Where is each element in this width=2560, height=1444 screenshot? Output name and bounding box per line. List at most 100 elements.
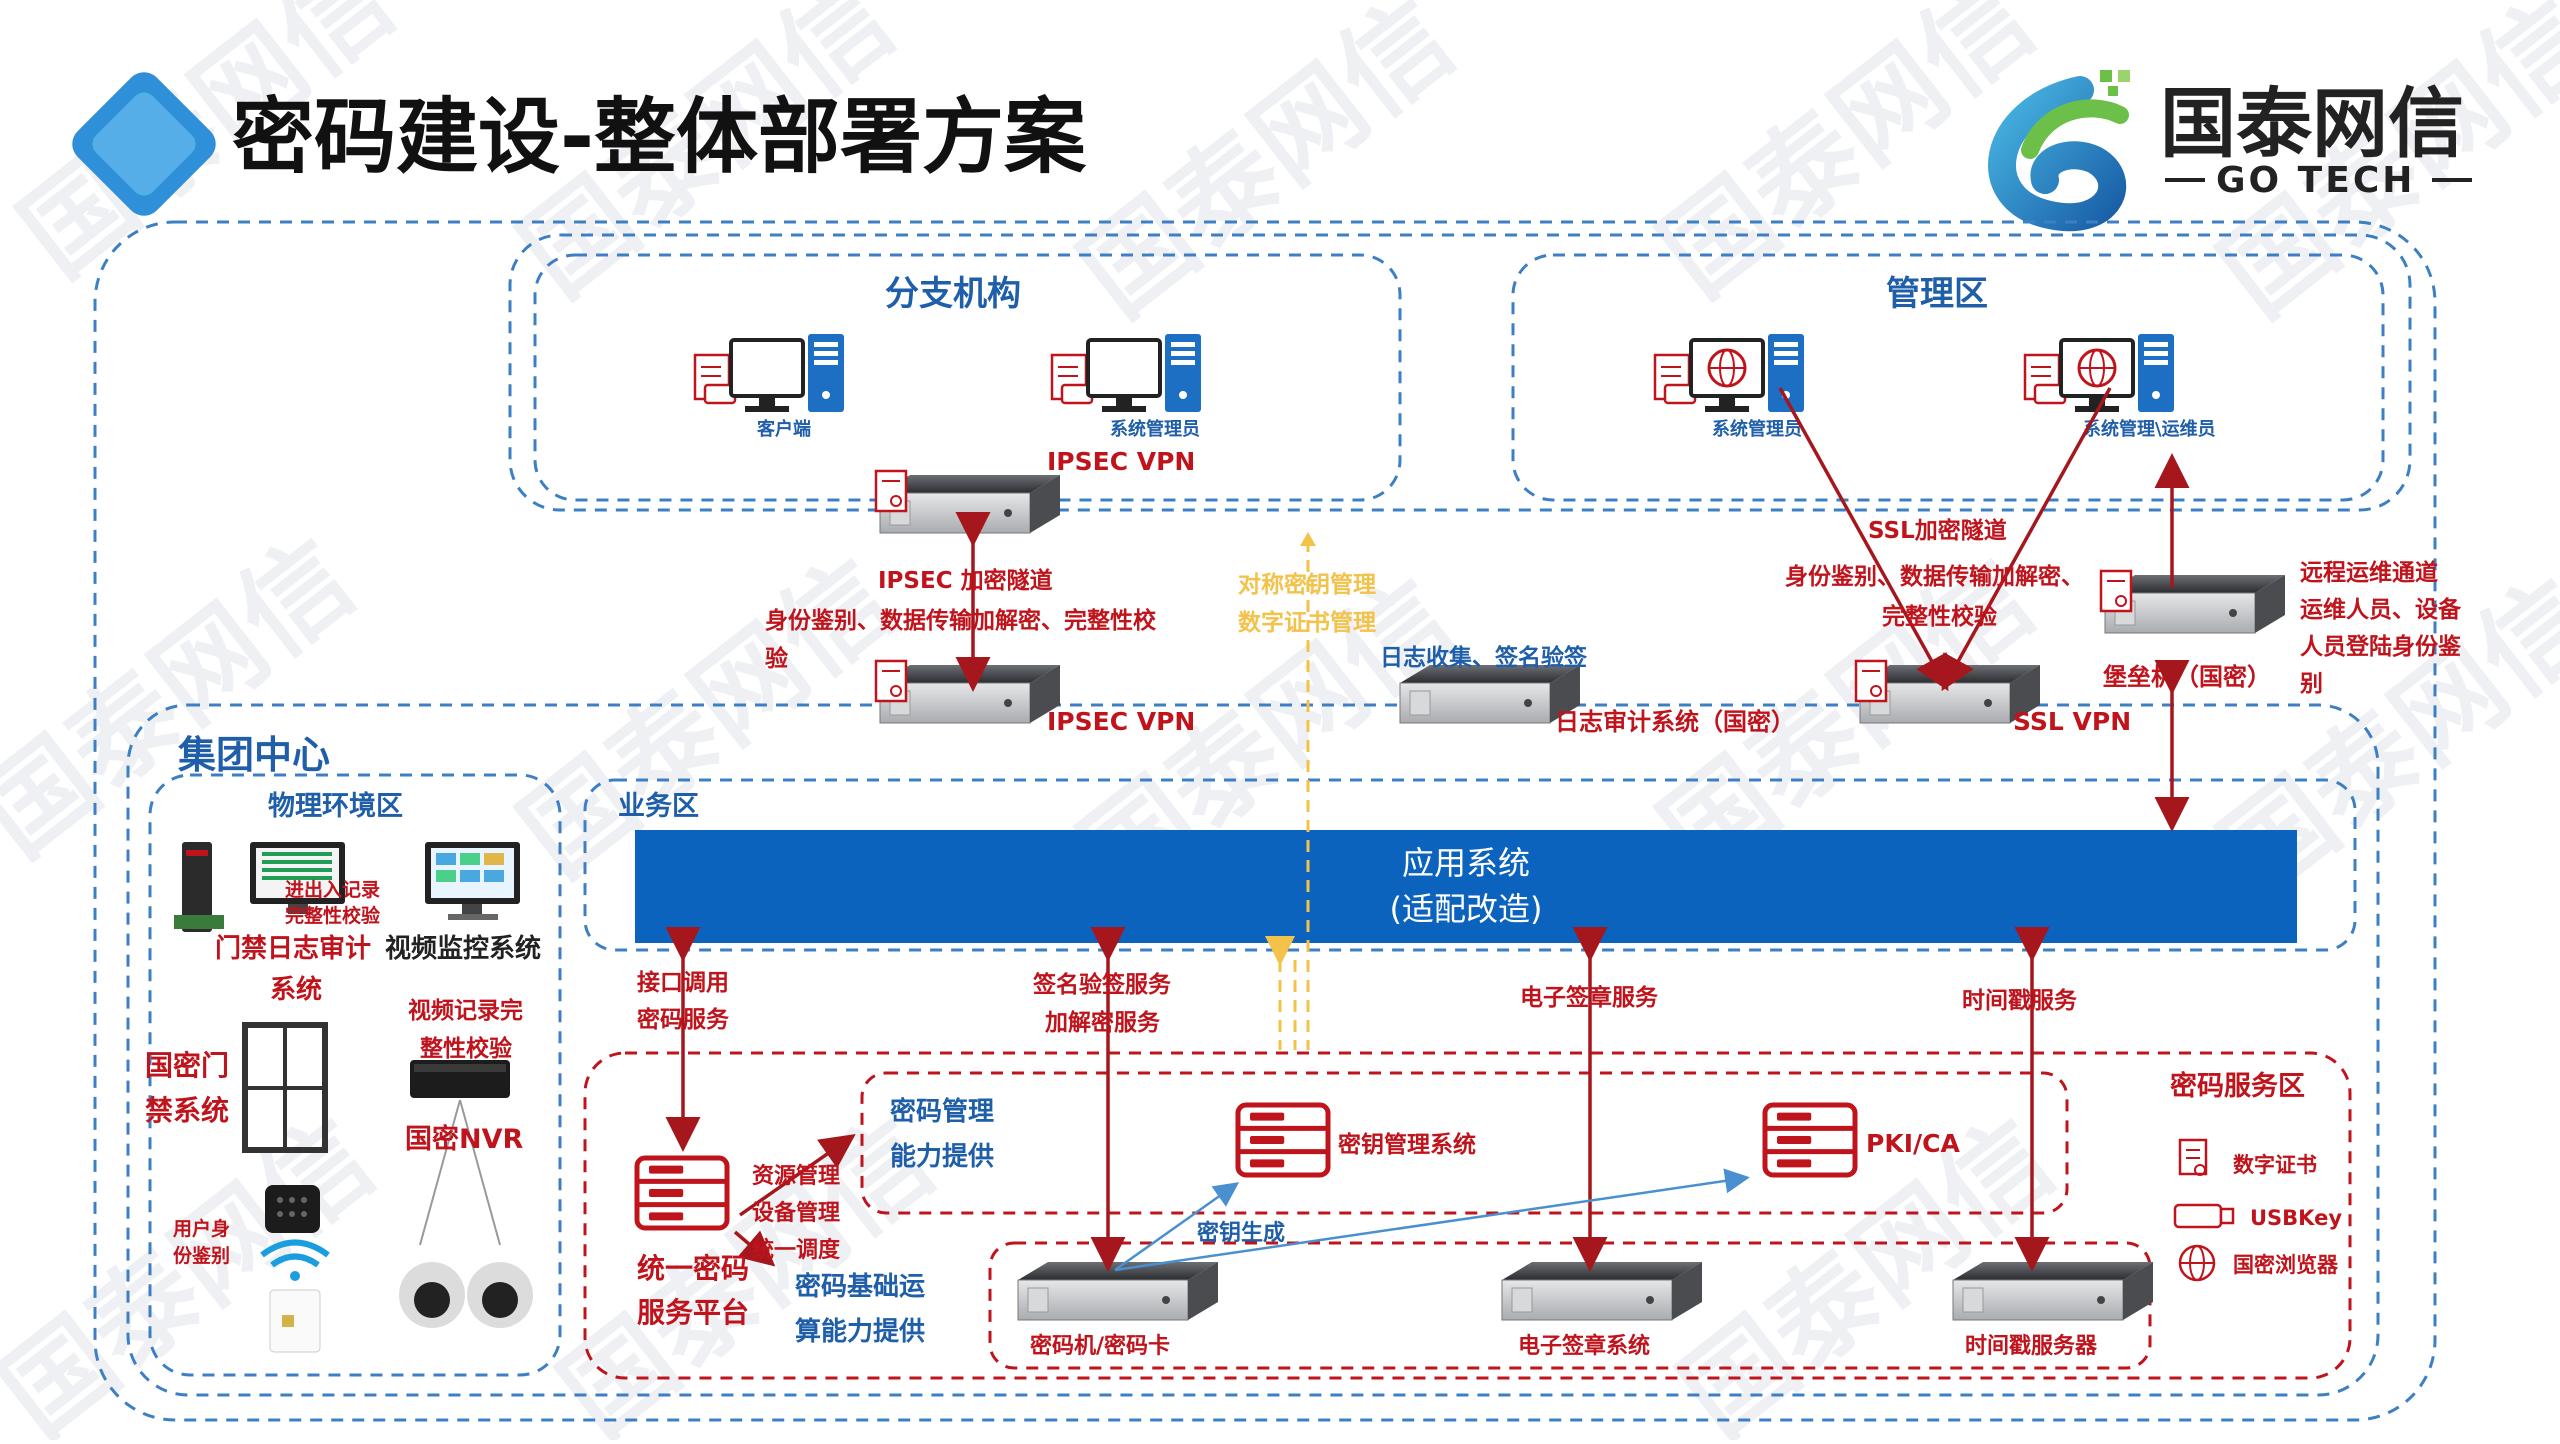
zone-physical-title: 物理环境区 xyxy=(268,791,403,822)
res-label-2: 设备管理 xyxy=(752,1200,840,1226)
sym-key-label: 对称密钥管理 xyxy=(1238,571,1376,598)
key-mgmt-icon xyxy=(1235,1102,1331,1178)
ipsec-vpn-bottom-server xyxy=(874,659,1060,724)
sysadmin-mgmt-workstation xyxy=(1653,334,1804,412)
ssl-tunnel-label: SSL加密隧道 xyxy=(1868,517,2007,544)
user-id-1: 用户身 xyxy=(173,1217,230,1240)
video-check-2: 整性校验 xyxy=(420,1035,512,1062)
remote-ops-4: 别 xyxy=(2299,671,2323,697)
timestamp-server xyxy=(1952,1262,2153,1321)
esign-server xyxy=(1501,1262,1702,1321)
ipsec-top-label: IPSEC VPN xyxy=(1047,447,1195,476)
browser-icon xyxy=(2178,1244,2216,1282)
crypto-machine-label: 密码机/密码卡 xyxy=(1030,1333,1170,1359)
ipsec-tunnel-label: IPSEC 加密隧道 xyxy=(878,567,1053,594)
sysadmin-ops-label: 系统管理\运维员 xyxy=(2083,418,2216,440)
legend-browser-label: 国密浏览器 xyxy=(2233,1253,2339,1277)
ssl-vpn-label: SSL VPN xyxy=(2013,707,2131,736)
res-label-1: 资源管理 xyxy=(752,1163,840,1189)
zone-borders xyxy=(93,220,2437,1422)
svg-text:国泰网信: 国泰网信 xyxy=(0,516,376,880)
bastion-server xyxy=(2099,569,2285,634)
zone-mgmt-title: 管理区 xyxy=(1886,274,1988,314)
ipsec-bottom-label: IPSEC VPN xyxy=(1047,707,1195,736)
zone-crypto-title: 密码服务区 xyxy=(2170,1070,2305,1102)
app-system-bar xyxy=(635,830,2297,943)
legend-usbkey-label: USBKey xyxy=(2250,1206,2342,1230)
pki-label: PKI/CA xyxy=(1866,1129,1960,1158)
mgmt-cap-1: 密码管理 xyxy=(890,1096,994,1127)
title-icon xyxy=(72,72,216,216)
access-log-2: 完整性校验 xyxy=(285,904,381,927)
log-audit-label: 日志审计系统（国密） xyxy=(1555,708,1795,736)
ssl-vpn-server xyxy=(1854,659,2040,724)
iface-label-2: 密码服务 xyxy=(637,1006,730,1033)
sign-label-2: 加解密服务 xyxy=(1044,1009,1161,1036)
app-system-line2: (适配改造) xyxy=(1390,890,1543,928)
zone-branch-title: 分支机构 xyxy=(885,274,1021,314)
ipsec-desc-1: 身份鉴别、数据传输加解密、完整性校 xyxy=(765,607,1157,634)
page-title: 密码建设-整体部署方案 xyxy=(232,90,1087,185)
nvr-label: 国密NVR xyxy=(405,1123,523,1155)
res-label-3: 统一调度 xyxy=(752,1237,841,1263)
blue-arrows xyxy=(1114,1168,1750,1272)
bastion-label: 堡垒机（国密） xyxy=(2103,663,2271,691)
crypto-zone-borders xyxy=(583,1051,2352,1380)
base-cap-1: 密码基础运 xyxy=(795,1271,925,1302)
logo-en-text: GO TECH xyxy=(2216,160,2415,201)
sign-label-1: 签名验签服务 xyxy=(1032,971,1172,998)
legend xyxy=(2173,1138,2235,1282)
sysadmin-ops-workstation xyxy=(2023,334,2174,412)
user-id-2: 份鉴别 xyxy=(173,1244,230,1267)
access-log-1: 进出入记录 xyxy=(285,878,380,901)
crypto-machine-server xyxy=(1017,1262,1218,1321)
ipsec-vpn-top-server xyxy=(874,469,1060,534)
ts-service-label: 时间戳服务 xyxy=(1962,988,2078,1014)
log-audit-server xyxy=(1399,665,1580,724)
sysadmin-branch-label: 系统管理员 xyxy=(1110,418,1200,440)
physical-devices xyxy=(174,842,533,1353)
sysadmin-branch-workstation xyxy=(1050,334,1201,412)
legend-cert-label: 数字证书 xyxy=(2233,1153,2317,1177)
pki-icon xyxy=(1762,1102,1858,1178)
red-arrows xyxy=(665,387,2190,1272)
esign-label: 电子签章系统 xyxy=(1518,1333,1650,1359)
cert-mgmt-label: 数字证书管理 xyxy=(1238,609,1376,636)
app-system-line1: 应用系统 xyxy=(1402,844,1530,882)
unified-platform-1: 统一密码 xyxy=(637,1252,749,1285)
video-system-label: 视频监控系统 xyxy=(385,933,541,964)
base-cap-2: 算能力提供 xyxy=(795,1316,925,1347)
keygen-label: 密钥生成 xyxy=(1197,1220,1285,1246)
ipsec-desc-2: 验 xyxy=(765,645,788,672)
video-check-1: 视频记录完 xyxy=(408,997,523,1024)
ssl-desc-2: 完整性校验 xyxy=(1882,603,1997,630)
remote-ops-1: 远程运维通道 xyxy=(2300,559,2438,586)
zone-business-title: 业务区 xyxy=(618,791,699,822)
remote-ops-3: 人员登陆身份鉴 xyxy=(2300,633,2462,660)
door-audit-1: 门禁日志审计 xyxy=(215,933,371,964)
iface-label-1: 接口调用 xyxy=(637,970,729,996)
unified-platform-icon xyxy=(634,1155,730,1231)
timestamp-server-label: 时间戳服务器 xyxy=(1965,1334,2098,1359)
usbkey-icon xyxy=(2173,1203,2235,1229)
esign-service-label: 电子签章服务 xyxy=(1520,984,1659,1011)
remote-ops-2: 运维人员、设备 xyxy=(2300,596,2462,623)
client-label: 客户端 xyxy=(757,418,811,440)
log-collect-label: 日志收集、签名验签 xyxy=(1380,644,1588,671)
key-mgmt-label: 密钥管理系统 xyxy=(1338,1131,1476,1158)
client-workstation xyxy=(693,334,844,412)
door-audit-2: 系统 xyxy=(270,974,322,1005)
logo-cn-text: 国泰网信 xyxy=(2160,79,2464,168)
sysadmin-mgmt-label: 系统管理员 xyxy=(1712,418,1802,440)
door-system-2: 禁系统 xyxy=(145,1094,229,1127)
svg-text:国泰网信: 国泰网信 xyxy=(0,1096,396,1440)
door-system-1: 国密门 xyxy=(145,1049,229,1082)
mgmt-cap-2: 能力提供 xyxy=(890,1141,994,1172)
svg-text:国泰网信: 国泰网信 xyxy=(1059,0,1476,340)
zone-group-title: 集团中心 xyxy=(177,733,330,777)
key-mgmt-link xyxy=(1265,540,1310,1050)
ssl-desc-1: 身份鉴别、数据传输加解密、 xyxy=(1785,563,2084,590)
company-logo: 国泰网信 GO TECH xyxy=(1988,70,2472,231)
certificate-icon xyxy=(2178,1138,2208,1176)
unified-platform-2: 服务平台 xyxy=(637,1296,749,1329)
